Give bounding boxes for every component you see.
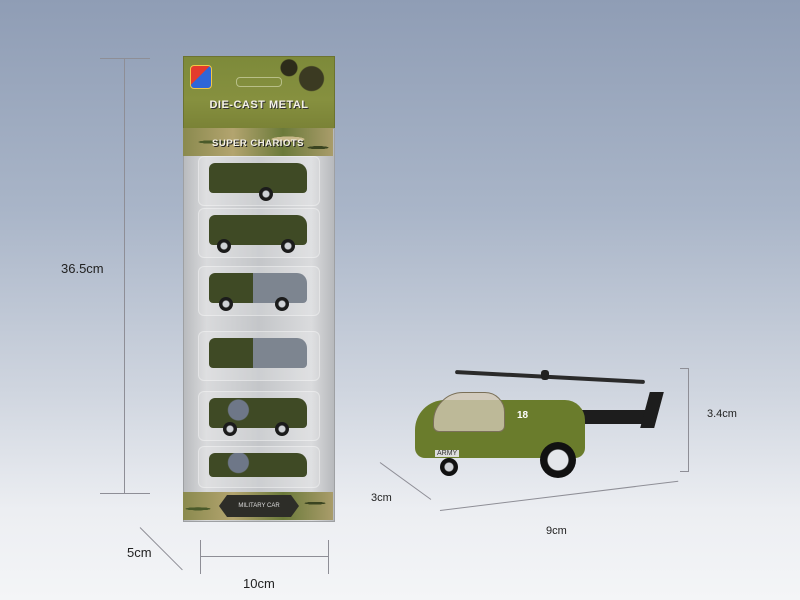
rear-wheel bbox=[540, 442, 576, 478]
package-depth-label: 5cm bbox=[127, 545, 152, 560]
package-height-line bbox=[124, 58, 125, 494]
heli-height-label: 3.4cm bbox=[707, 408, 737, 420]
rotor-hub bbox=[541, 370, 549, 380]
package-width-line bbox=[200, 556, 328, 557]
heli-width-label: 3cm bbox=[371, 492, 392, 504]
package-brand-title: DIE-CAST METAL bbox=[209, 99, 309, 111]
package-width-cap-left bbox=[200, 540, 201, 574]
toy-armored-car bbox=[209, 215, 307, 253]
heli-length-label: 9cm bbox=[546, 525, 567, 537]
package-width-label: 10cm bbox=[243, 576, 275, 591]
package-height-cap-bottom bbox=[100, 493, 150, 494]
package-height-cap-top bbox=[100, 58, 150, 59]
slot-armored-car bbox=[198, 208, 320, 258]
slot-military-truck bbox=[198, 266, 320, 316]
brand-logo-icon bbox=[190, 65, 212, 89]
helicopter-number: 18 bbox=[517, 410, 529, 421]
hang-hole bbox=[236, 77, 282, 87]
slot-amphibious-vehicle bbox=[198, 391, 320, 441]
slot-tank bbox=[198, 446, 320, 488]
package-footer-card: MILITARY CAR bbox=[183, 492, 333, 520]
toy-military-truck bbox=[209, 273, 307, 311]
helicopter-marking: ARMY bbox=[435, 450, 460, 457]
toy-helicopter-closeup: 18 ARMY bbox=[405, 370, 675, 490]
slot-helicopter bbox=[198, 156, 320, 206]
toy-helicopter bbox=[209, 163, 307, 201]
package-height-label: 36.5cm bbox=[61, 261, 104, 276]
heli-height-line bbox=[688, 368, 689, 472]
package-series-title: SUPER CHARIOTS bbox=[212, 138, 304, 149]
slot-transport-truck bbox=[198, 331, 320, 381]
package-header-card: DIE-CAST METAL bbox=[183, 56, 335, 130]
cockpit-canopy bbox=[433, 392, 505, 432]
tail-boom bbox=[575, 410, 655, 424]
blister-package: DIE-CAST METAL SUPER CHARIOTS MILITARY C… bbox=[180, 56, 336, 522]
rotor-blade bbox=[455, 370, 645, 384]
toy-amphibious-vehicle bbox=[209, 398, 307, 436]
camo-band: SUPER CHARIOTS bbox=[183, 128, 333, 156]
heli-height-cap-top bbox=[680, 368, 689, 369]
toy-tank bbox=[209, 453, 307, 477]
footer-badge: MILITARY CAR bbox=[219, 495, 299, 517]
package-width-cap-right bbox=[328, 540, 329, 574]
toy-transport-truck bbox=[209, 338, 307, 368]
front-wheel bbox=[440, 458, 458, 476]
heli-height-cap-bottom bbox=[680, 471, 689, 472]
